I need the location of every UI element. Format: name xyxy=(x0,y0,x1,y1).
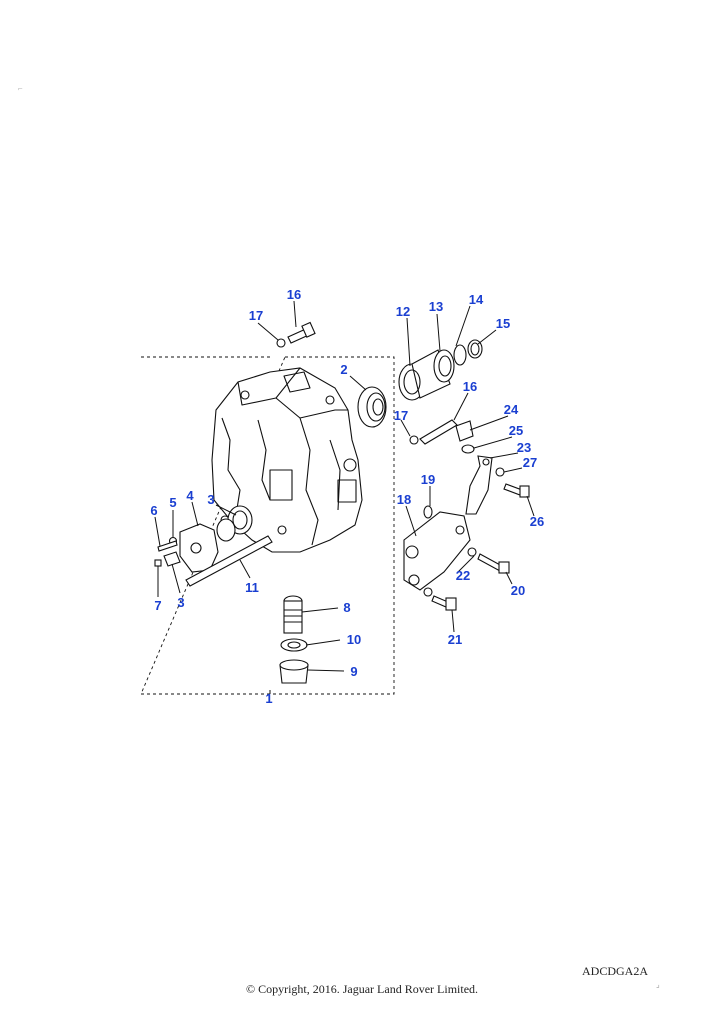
callout-1: 1 xyxy=(265,691,272,706)
corner-mark-top-left: ⌐ xyxy=(18,84,23,93)
upper-bolt xyxy=(276,321,316,348)
callout-labels: 1 2 3 3 4 5 6 7 8 9 10 11 12 13 14 15 16… xyxy=(150,287,544,706)
oil-seal xyxy=(357,386,387,428)
callout-2: 2 xyxy=(340,362,347,377)
selector-linkage xyxy=(403,419,530,611)
transfer-casing xyxy=(211,367,363,553)
callout-22: 22 xyxy=(456,568,470,583)
copyright-notice: © Copyright, 2016. Jaguar Land Rover Lim… xyxy=(245,982,479,996)
corner-mark-bottom-right: ⌟ xyxy=(656,980,660,989)
callout-5: 5 xyxy=(169,495,176,510)
callout-15: 15 xyxy=(496,316,510,331)
callout-8: 8 xyxy=(343,600,350,615)
callout-20: 20 xyxy=(511,583,525,598)
callout-9: 9 xyxy=(350,664,357,679)
output-housing xyxy=(398,339,483,401)
callout-4: 4 xyxy=(186,488,194,503)
callout-21: 21 xyxy=(448,632,462,647)
leader-lines xyxy=(154,300,535,672)
callout-26: 26 xyxy=(530,514,544,529)
callout-7: 7 xyxy=(154,598,161,613)
callout-3: 3 xyxy=(177,595,184,610)
callout-25: 25 xyxy=(509,423,523,438)
callout-13: 13 xyxy=(429,299,443,314)
callout-3: 3 xyxy=(207,492,214,507)
assembly-boundary xyxy=(140,356,395,695)
callout-17: 17 xyxy=(249,308,263,323)
callout-27: 27 xyxy=(523,455,537,470)
callout-14: 14 xyxy=(469,292,484,307)
callout-18: 18 xyxy=(397,492,411,507)
oil-pump-assembly xyxy=(163,505,273,587)
callout-6: 6 xyxy=(150,503,157,518)
callout-12: 12 xyxy=(396,304,410,319)
callout-17: 17 xyxy=(394,408,408,423)
callout-16: 16 xyxy=(463,379,477,394)
callout-23: 23 xyxy=(517,440,531,455)
drawing-code: ADCDGA2A xyxy=(582,964,648,978)
filter-plug-assembly xyxy=(279,595,309,684)
callout-10: 10 xyxy=(347,632,361,647)
callout-24: 24 xyxy=(504,402,519,417)
callout-16: 16 xyxy=(287,287,301,302)
callout-11: 11 xyxy=(245,580,259,595)
callout-19: 19 xyxy=(421,472,435,487)
